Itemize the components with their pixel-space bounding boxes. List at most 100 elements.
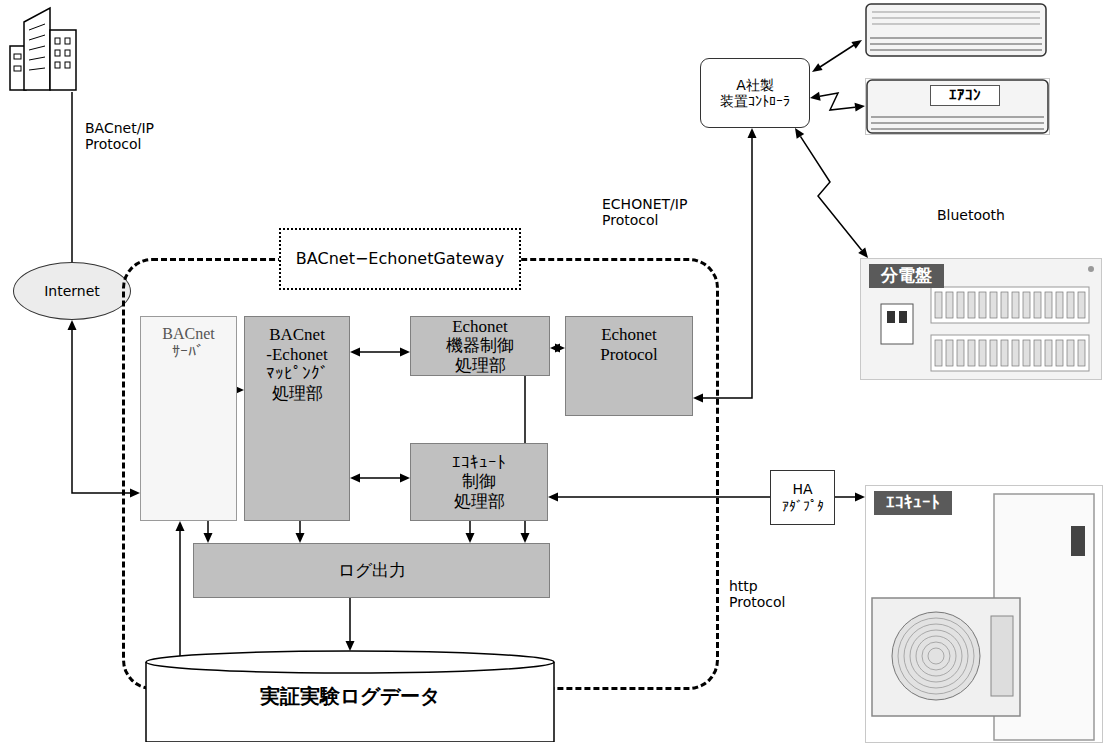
text-line: ｻｰﾊﾞ <box>162 343 214 361</box>
text-line: ﾏｯﾋﾟﾝｸﾞ <box>266 364 329 384</box>
arrow-head <box>855 103 865 112</box>
arrow-head <box>466 533 475 543</box>
text-line: ｴｺｷｭｰﾄ <box>452 453 506 473</box>
distribution-panel: 分電盤 <box>860 258 1102 380</box>
arrow-head <box>176 521 185 531</box>
arrow-head <box>748 128 757 138</box>
arrow-head <box>855 493 865 502</box>
arrow-head <box>548 493 558 502</box>
text-line: 機器制御 <box>446 336 514 356</box>
box-label: A社製 装置ｺﾝﾄﾛｰﾗ <box>720 77 790 109</box>
photo-tag: ｴｱｺﾝ <box>930 85 1000 106</box>
arrow-head <box>858 247 868 258</box>
gateway-title: BACnet−Echonet Gateway <box>279 228 521 290</box>
arrow-head <box>400 474 410 483</box>
connector-line <box>349 598 351 641</box>
text-line: Protocol <box>602 212 687 228</box>
protocol-label: ECHONET/IP Protocol <box>600 196 689 228</box>
box-label: Echonet Protocol <box>600 325 658 364</box>
text-line: BACnet <box>266 325 329 345</box>
text-line: http <box>729 578 785 594</box>
arrow-head <box>795 128 804 139</box>
connector-arrow <box>795 128 868 258</box>
connector-arrow <box>548 493 770 502</box>
text-line: 処理部 <box>266 384 329 404</box>
text-line: HA <box>782 481 824 497</box>
box-label: Echonet 機器制御 処理部 <box>446 317 514 376</box>
connector-arrow <box>693 128 757 403</box>
connector-line <box>179 531 181 658</box>
arrow-head <box>350 474 360 483</box>
connector-arrow <box>350 474 410 483</box>
server-box: BACnet ｻｰﾊﾞ <box>140 316 237 521</box>
air-conditioner <box>866 4 1046 56</box>
text-line: -Echonet <box>266 345 329 365</box>
photo-tag: 分電盤 <box>869 264 944 288</box>
text-line: Echonet <box>600 325 658 345</box>
air-conditioner: ｴｱｺﾝ <box>865 78 1050 135</box>
box-label: ｴｺｷｭｰﾄ 制御 処理部 <box>452 453 506 512</box>
arrow-head <box>550 344 560 353</box>
process-box: Echonet 機器制御 処理部 <box>410 316 550 376</box>
arrow-head <box>693 394 703 403</box>
text-line: ECHONET/IP <box>602 196 687 212</box>
text-line: Protocol <box>600 345 658 365</box>
box-label: ログ出力 <box>338 561 406 581</box>
arrow-head <box>346 641 355 651</box>
connector-line <box>558 496 770 498</box>
text-line: BACnet/IP <box>85 120 154 136</box>
text-line: ｱﾀﾞﾌﾟﾀ <box>782 498 824 514</box>
arrow-head <box>350 348 360 357</box>
protocol-label: Bluetooth <box>935 207 1007 223</box>
connector-arrow <box>68 320 141 498</box>
connector-line <box>299 521 301 533</box>
water-heater: ｴｺｷｭｰﾄ <box>865 485 1103 743</box>
connector-arrow <box>296 521 305 543</box>
text-line: Bluetooth <box>937 207 1005 223</box>
connector-arrow <box>204 521 213 543</box>
text-line: 装置ｺﾝﾄﾛｰﾗ <box>720 93 790 109</box>
connector-line <box>820 93 855 110</box>
connector-arrow <box>550 344 565 353</box>
process-box: Echonet Protocol <box>565 316 693 416</box>
building-icon <box>10 8 76 90</box>
connector-line <box>800 136 861 250</box>
protocol-label: BACnet/IP Protocol <box>83 120 156 152</box>
database-cylinder: 実証実験ログデータ <box>145 650 555 742</box>
connector-line <box>360 477 400 479</box>
photo-tag: ｴｺｷｭｰﾄ <box>874 491 952 515</box>
text-line: BACnet−Echonet <box>296 250 434 268</box>
box-label: BACnet ｻｰﾊﾞ <box>162 325 214 362</box>
text-line: 制御 <box>452 472 506 492</box>
connector-arrow <box>466 521 475 543</box>
arrow-head <box>130 489 140 498</box>
connector-arrow <box>176 521 185 658</box>
text-line: Gateway <box>433 250 504 268</box>
arrow-head <box>521 533 530 543</box>
protocol-label: http Protocol <box>727 578 787 610</box>
connector-arrow <box>810 92 865 112</box>
text-line: Protocol <box>85 136 154 152</box>
gateway-region: BACnet−Echonet GatewayBACnet ｻｰﾊﾞBACnet … <box>122 258 719 690</box>
text-line: A社製 <box>720 77 790 93</box>
box-label: Internet <box>44 283 100 299</box>
process-box: ｴｺｷｭｰﾄ 制御 処理部 <box>410 443 548 521</box>
process-box: BACnet -Echonet ﾏｯﾋﾟﾝｸﾞ 処理部 <box>244 316 350 521</box>
connector-line <box>207 521 209 533</box>
arrow-head <box>810 92 821 101</box>
text-line: Echonet <box>446 317 514 337</box>
eco-drawing <box>866 486 1102 742</box>
arrow-head <box>400 348 410 357</box>
connector-line <box>703 138 752 398</box>
process-box: ログ出力 <box>193 543 550 598</box>
arrow-head <box>296 533 305 543</box>
text-line: Protocol <box>729 594 785 610</box>
connector-line <box>360 351 400 353</box>
connector-arrow <box>346 598 355 651</box>
adapter-box: HA ｱﾀﾞﾌﾟﾀ <box>770 470 835 525</box>
connector-line <box>469 521 471 533</box>
text-line: BACnet <box>162 325 214 343</box>
connector-line <box>835 496 855 498</box>
box-label: 実証実験ログデータ <box>260 685 440 708</box>
box-label: HA ｱﾀﾞﾌﾟﾀ <box>782 481 824 513</box>
